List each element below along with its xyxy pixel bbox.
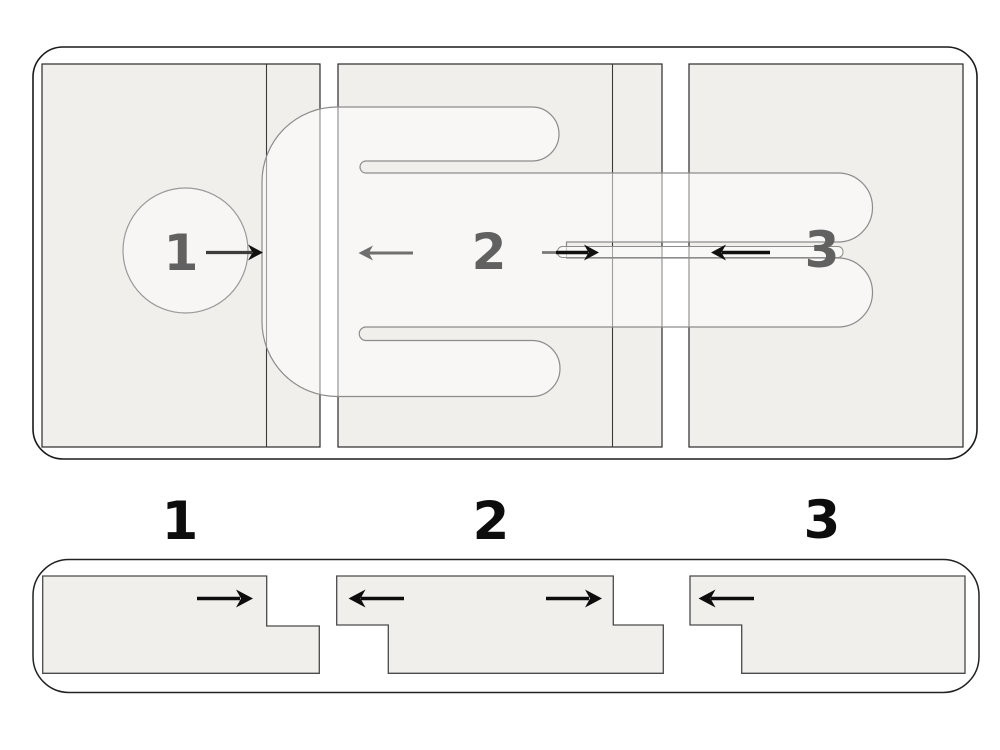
top-step-2-arrow-right-icon: [542, 244, 599, 261]
swaddle-body-outline: [261, 106, 874, 398]
baby-head-circle: [122, 187, 249, 314]
top-step-1-label: 1: [164, 224, 199, 282]
top-step-2-label: 2: [472, 223, 507, 281]
top-step-3-label: 3: [805, 221, 840, 279]
bottom-step-2-label: 2: [473, 491, 510, 552]
piece-3: [689, 575, 966, 674]
top-step-1-arrow-right-icon: [206, 244, 263, 261]
bottom-step-3-label: 3: [804, 490, 841, 551]
bottom-step-2-arrow-left-icon: [348, 589, 404, 608]
bottom-diagram: 1 2 3: [32, 490, 980, 694]
top-step-3-arrow-left-icon: [711, 244, 770, 261]
swaddle-strap: [557, 246, 844, 258]
bottom-step-1-label: 1: [162, 491, 199, 552]
top-step-2-arrow-left-icon: [358, 245, 413, 261]
bottom-step-2-arrow-right-icon: [546, 589, 602, 608]
bottom-step-3-arrow-left-icon: [698, 589, 754, 608]
bottom-step-1-arrow-right-icon: [197, 589, 253, 608]
top-diagram: 1 2 3: [32, 46, 978, 460]
piece-1: [42, 575, 320, 674]
piece-2: [336, 575, 664, 674]
